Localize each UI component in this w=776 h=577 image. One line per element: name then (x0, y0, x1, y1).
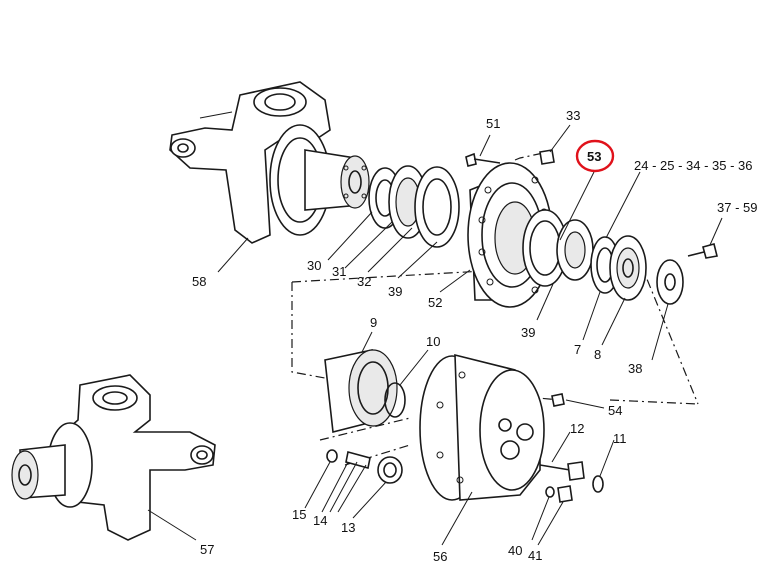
label-54: 54 (608, 403, 622, 418)
label-15: 15 (292, 507, 306, 522)
label-31: 31 (332, 264, 346, 279)
plug-41 (557, 485, 573, 503)
label-57: 57 (200, 542, 214, 557)
label-37-59: 37 - 59 (717, 200, 757, 215)
label-14: 14 (313, 513, 327, 528)
planet-carrier-ring-9 (324, 349, 398, 434)
label-38: 38 (628, 361, 642, 376)
screw-37-59 (687, 243, 718, 259)
label-9: 9 (370, 315, 377, 330)
label-12: 12 (570, 421, 584, 436)
label-56: 56 (433, 549, 447, 564)
bolt-51 (465, 152, 501, 167)
part-labels: 51 33 53 24 - 25 - 34 - 35 - 36 37 - 59 … (192, 108, 757, 564)
o-ring-11 (592, 475, 604, 493)
planetary-housing-56 (419, 353, 545, 501)
bearing-stack-upper (368, 165, 460, 248)
plate-38 (656, 259, 684, 305)
label-30: 30 (307, 258, 321, 273)
label-32: 32 (357, 274, 371, 289)
label-8: 8 (594, 347, 601, 362)
ring-gear-7-8 (590, 235, 647, 301)
leader-lines (147, 124, 723, 546)
label-51: 51 (486, 116, 500, 131)
label-39-upper: 39 (388, 284, 402, 299)
label-13: 13 (341, 520, 355, 535)
label-11: 11 (613, 431, 627, 446)
plug-54 (551, 393, 565, 407)
snap-ring-10 (384, 382, 406, 418)
bolt-12 (539, 461, 585, 481)
label-7: 7 (574, 342, 581, 357)
label-10: 10 (426, 334, 440, 349)
steering-knuckle-57 (11, 374, 216, 541)
label-41: 41 (528, 548, 542, 563)
washer-40 (545, 486, 555, 498)
nut-33 (539, 149, 555, 165)
label-33: 33 (566, 108, 580, 123)
seal-and-bearing-right (522, 209, 594, 287)
label-24-25-34-35-36: 24 - 25 - 34 - 35 - 36 (634, 158, 753, 173)
label-40: 40 (508, 543, 522, 558)
steering-knuckle-58 (169, 81, 370, 244)
label-58: 58 (192, 274, 206, 289)
small-parts-13-15 (326, 449, 403, 484)
label-52: 52 (428, 295, 442, 310)
label-53: 53 (587, 149, 601, 164)
label-39-lower: 39 (521, 325, 535, 340)
highlight-circle-53 (575, 139, 615, 173)
